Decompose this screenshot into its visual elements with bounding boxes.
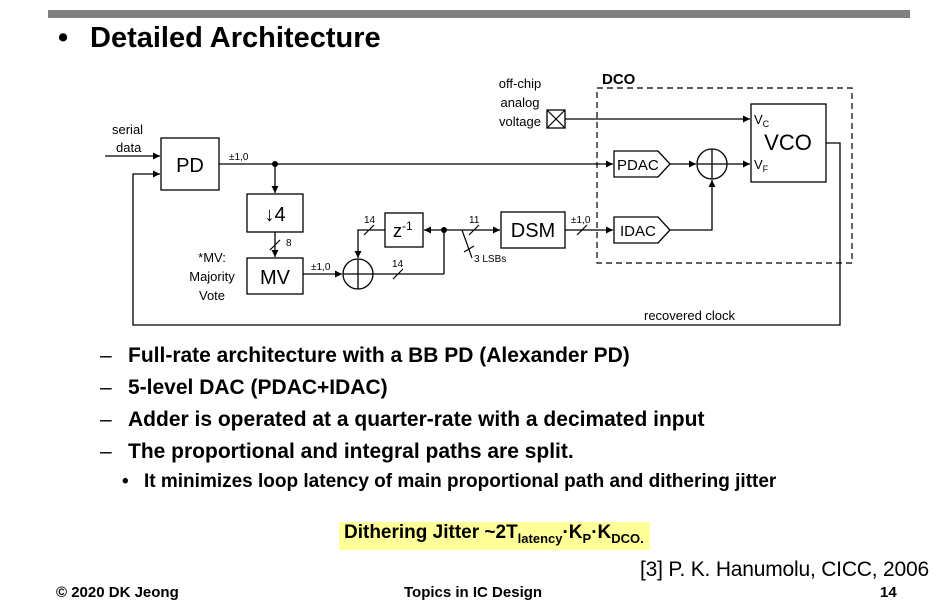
bus-slash-11 bbox=[468, 224, 480, 236]
bullet-item: –5-level DAC (PDAC+IDAC) bbox=[100, 376, 704, 408]
offchip-pad-x2 bbox=[546, 109, 566, 129]
dco-boundary bbox=[596, 87, 853, 264]
delay-block bbox=[384, 212, 424, 248]
mv-out-label: ±1,0 bbox=[311, 262, 331, 273]
bus-slash-8 bbox=[269, 239, 281, 251]
bullet-list: –Full-rate architecture with a BB PD (Al… bbox=[100, 344, 776, 492]
offchip-label-1: off-chip bbox=[499, 76, 541, 91]
footer-course: Topics in IC Design bbox=[404, 584, 543, 601]
lsbs-branch bbox=[461, 229, 473, 259]
bus-slash-14-bottom bbox=[392, 268, 404, 280]
mv-label: MV bbox=[260, 267, 291, 289]
sub-bullet: • It minimizes loop latency of main propo… bbox=[122, 470, 844, 493]
sub-bullet-dot: • bbox=[122, 471, 129, 492]
vf-label: VF bbox=[754, 157, 769, 174]
bus-11-label: 11 bbox=[469, 215, 480, 226]
slide-title: • Detailed Architecture bbox=[58, 22, 381, 55]
mv-note-1: *MV: bbox=[198, 250, 226, 265]
dsm-label: DSM bbox=[511, 220, 555, 242]
footer-page-number: 14 bbox=[880, 584, 897, 601]
dsm-out-label: ±1,0 bbox=[571, 215, 591, 226]
delay-feedback bbox=[354, 229, 385, 258]
slide-title-text: Detailed Architecture bbox=[90, 22, 381, 54]
pdac-label: PDAC bbox=[617, 157, 659, 174]
reference-citation: [3] P. K. Hanumolu, CICC, 2006 bbox=[640, 558, 929, 581]
bus-8-label: 8 bbox=[286, 238, 292, 249]
mv-note-3: Vote bbox=[199, 288, 225, 303]
recovered-clock-loop bbox=[132, 142, 841, 326]
recovered-clock-label: recovered clock bbox=[644, 308, 736, 323]
bullet-item: –Full-rate architecture with a BB PD (Al… bbox=[100, 344, 704, 376]
bus-14-bottom-label: 14 bbox=[392, 259, 404, 270]
vco-label: VCO bbox=[764, 130, 812, 155]
bullet-text: Full-rate architecture with a BB PD (Ale… bbox=[128, 344, 630, 367]
bullet-item: –The proportional and integral paths are… bbox=[100, 440, 704, 472]
bullet-text: Adder is operated at a quarter-rate with… bbox=[128, 408, 705, 431]
bullet-item: –Adder is operated at a quarter-rate wit… bbox=[100, 408, 704, 440]
bullet-dash: – bbox=[100, 344, 112, 367]
title-bar bbox=[48, 10, 910, 18]
bullet-dash: – bbox=[100, 376, 112, 399]
mv-block bbox=[246, 257, 304, 295]
title-bullet: • bbox=[58, 22, 69, 54]
vc-label: VC bbox=[754, 112, 770, 129]
offchip-label-2: analog bbox=[500, 95, 539, 110]
pdac-block bbox=[613, 150, 671, 178]
lsbs-label: 3 LSBs bbox=[474, 254, 506, 265]
bullet-text: 5-level DAC (PDAC+IDAC) bbox=[128, 376, 388, 399]
idac-label: IDAC bbox=[620, 223, 656, 240]
mv-note-2: Majority bbox=[189, 269, 235, 284]
dsm-block bbox=[500, 211, 566, 249]
bullet-text: The proportional and integral paths are … bbox=[128, 440, 574, 463]
bus-slash-14-top bbox=[363, 224, 375, 236]
serial-label: serial bbox=[112, 122, 143, 137]
bus-slash-dsm bbox=[576, 224, 588, 236]
data-label: data bbox=[116, 140, 142, 155]
footer-copyright: © 2020 DK Jeong bbox=[56, 584, 179, 601]
bullet-dash: – bbox=[100, 440, 112, 463]
pd-out-label: ±1,0 bbox=[229, 152, 249, 163]
bus-slash-lsbs bbox=[463, 245, 475, 253]
idac-to-summer bbox=[670, 180, 716, 231]
vco-block bbox=[750, 103, 827, 183]
dithering-jitter-formula: Dithering Jitter ~2Tlatency·KP·KDCO. bbox=[339, 522, 650, 550]
decimator-label: ↓4 bbox=[264, 204, 285, 226]
delay-label: z-1 bbox=[393, 219, 413, 241]
sub-bullet-text: It minimizes loop latency of main propor… bbox=[144, 471, 777, 492]
bullet-dash: – bbox=[100, 408, 112, 431]
bus-14-top-label: 14 bbox=[364, 215, 376, 226]
idac-block bbox=[613, 216, 671, 244]
offchip-label-3: voltage bbox=[499, 114, 541, 129]
pd-label: PD bbox=[176, 155, 204, 177]
dco-label: DCO bbox=[602, 71, 636, 88]
